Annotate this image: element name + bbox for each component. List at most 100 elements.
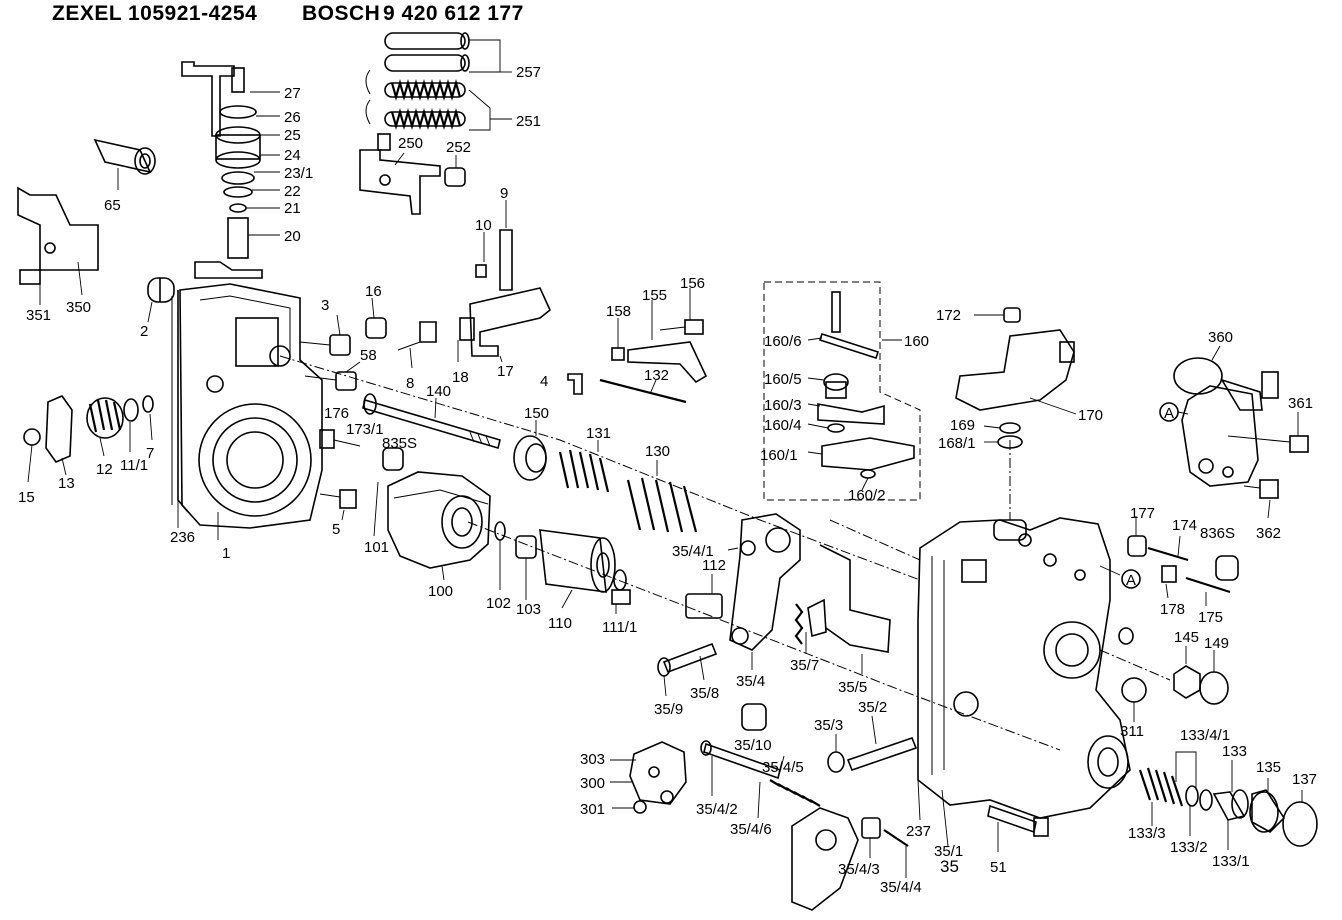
label-26: 26 (284, 109, 301, 126)
label-361: 361 (1288, 395, 1313, 412)
label-103: 103 (516, 601, 541, 618)
label-13: 13 (58, 475, 75, 492)
label-150: 150 (524, 405, 549, 422)
label-836s: 836S (1200, 525, 1235, 542)
marker-a-left: A (1099, 565, 1141, 589)
label-156: 156 (680, 275, 705, 292)
label-237: 237 (906, 823, 931, 840)
label-835s: 835S (382, 435, 417, 452)
label-174: 174 (1172, 517, 1197, 534)
label-131: 131 (586, 425, 611, 442)
label-251: 251 (516, 113, 541, 130)
label-133-4-1: 133/4/1 (1180, 727, 1230, 744)
label-16: 16 (365, 283, 382, 300)
label-35-4: 35/4 (736, 673, 765, 690)
bracket-155 (599, 288, 708, 404)
label-35-10: 35/10 (734, 737, 772, 754)
label-133-1: 133/1 (1212, 853, 1250, 870)
flyweight-100 (373, 471, 491, 581)
label-252: 252 (446, 139, 471, 156)
screws-174-178 (1127, 516, 1239, 606)
nut-145-seal-149 (1118, 627, 1229, 722)
alignment-lines (279, 355, 1171, 751)
label-169: 169 (950, 417, 975, 434)
label-3: 3 (321, 297, 329, 314)
cover-13-and-spring-12 (23, 395, 154, 483)
label-35-9: 35/9 (654, 701, 683, 718)
governor-housing-35-1 (917, 517, 1131, 847)
label-168-1: 168/1 (938, 435, 976, 452)
label-301: 301 (580, 801, 605, 818)
label-35-1: 35/1 (934, 843, 963, 860)
sleeve-65 (93, 138, 156, 190)
label-133-3: 133/3 (1128, 825, 1166, 842)
label-35-4-4: 35/4/4 (880, 879, 922, 896)
label-35-5: 35/5 (838, 679, 867, 696)
marker-a-right: A (1159, 402, 1189, 422)
label-257: 257 (516, 64, 541, 81)
label-133-2: 133/2 (1170, 839, 1208, 856)
governor-lever-35-4 (657, 513, 891, 697)
label-170: 170 (1078, 407, 1103, 424)
marker-a-left-text: A (1126, 572, 1136, 589)
label-23-1: 23/1 (284, 165, 313, 182)
label-130: 130 (645, 443, 670, 460)
sleeve-110 (494, 521, 723, 619)
springs-251 (365, 69, 512, 131)
lever-170 (955, 307, 1077, 449)
roller-pins-257 (384, 32, 512, 73)
adjust-screws-35-4 (700, 740, 909, 911)
bolt-51 (987, 804, 1049, 852)
shaft-assembly-160 (763, 281, 921, 501)
label-145: 145 (1174, 629, 1199, 646)
label-149: 149 (1204, 635, 1229, 652)
label-110: 110 (548, 615, 572, 632)
label-58: 58 (360, 347, 377, 364)
bracket-250 (359, 133, 466, 215)
label-35-4-2: 35/4/2 (696, 801, 738, 818)
label-112: 112 (702, 557, 726, 574)
adjusting-stack-20-27 (181, 61, 280, 279)
label-18: 18 (452, 369, 469, 386)
label-12: 12 (96, 461, 113, 478)
lever-assembly-17 (397, 200, 551, 369)
label-135: 135 (1256, 759, 1281, 776)
label-236: 236 (170, 529, 195, 546)
label-350: 350 (66, 299, 91, 316)
bushing-35-10 (741, 703, 767, 731)
pin-35-2 (827, 715, 918, 773)
label-35-7: 35/7 (790, 657, 819, 674)
label-303: 303 (580, 751, 605, 768)
label-311: 311 (1120, 723, 1144, 740)
clip-4 (567, 373, 583, 395)
label-20: 20 (284, 228, 301, 245)
marker-a-right-text: A (1164, 405, 1174, 422)
pump-housing-1 (171, 283, 323, 540)
label-35-8: 35/8 (690, 685, 719, 702)
label-11-1: 11/1 (120, 457, 148, 474)
header-maker-bosch: BOSCH (302, 2, 381, 25)
label-133: 133 (1222, 743, 1247, 760)
label-177: 177 (1130, 505, 1155, 522)
label-35: 35 (940, 857, 959, 876)
label-1: 1 (222, 545, 230, 562)
label-178: 178 (1160, 601, 1185, 618)
label-51: 51 (990, 859, 1007, 876)
rod-140 (362, 393, 501, 450)
label-175: 175 (1198, 609, 1223, 626)
label-140: 140 (426, 383, 451, 400)
label-2: 2 (140, 323, 148, 340)
label-8: 8 (406, 375, 414, 392)
label-10: 10 (475, 217, 492, 234)
header-bosch-code: 9 420 612 177 (383, 2, 524, 25)
label-27: 27 (284, 85, 301, 102)
label-100: 100 (428, 583, 453, 600)
label-160: 160 (904, 333, 929, 350)
label-7: 7 (146, 445, 154, 462)
bracket-350 (17, 186, 99, 305)
label-160-4: 160/4 (764, 417, 802, 434)
label-9: 9 (500, 185, 508, 202)
label-362: 362 (1256, 525, 1281, 542)
